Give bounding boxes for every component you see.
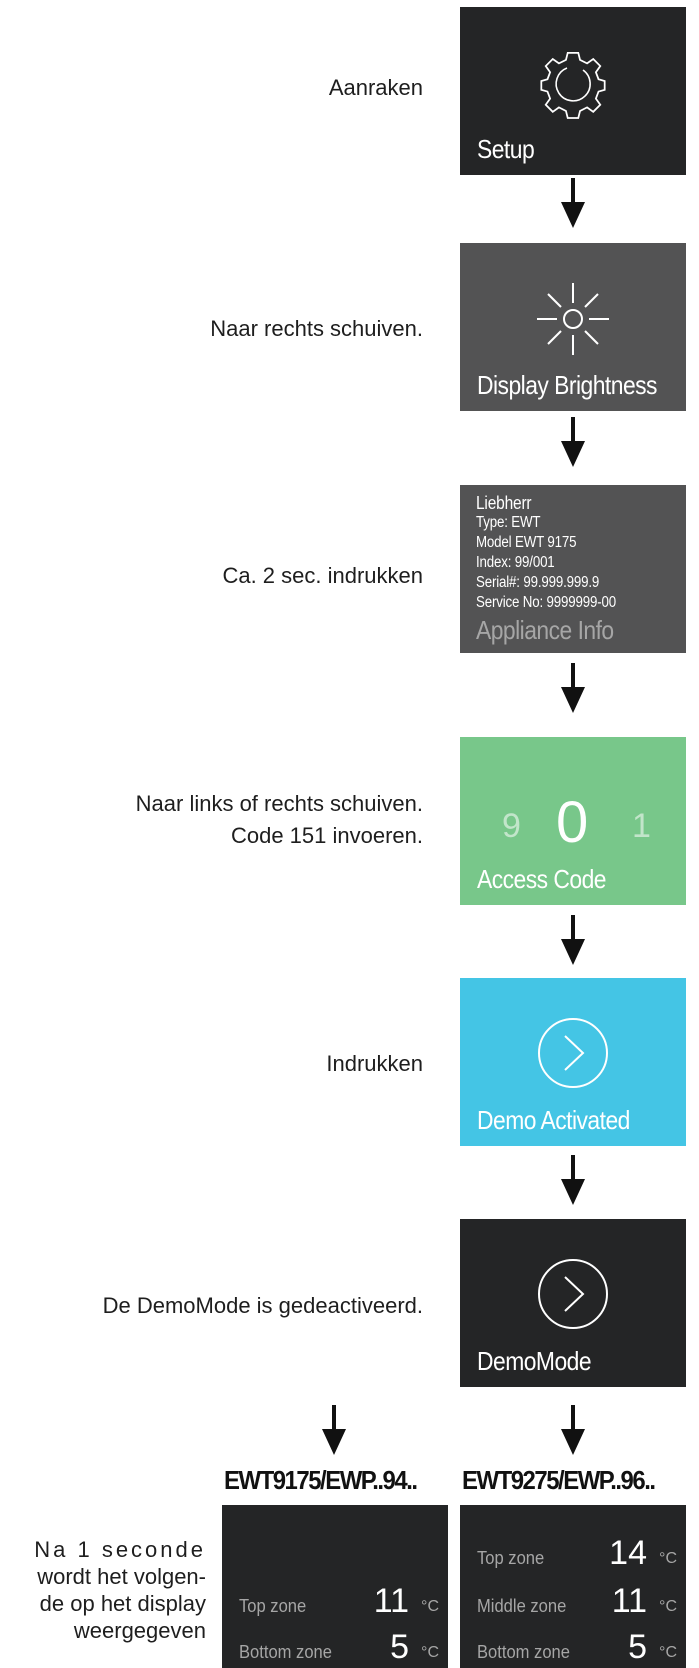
zone-temperature: 5 bbox=[390, 1628, 409, 1666]
note-line: weergegeven bbox=[73, 1618, 206, 1643]
zone-display-ewt9175: Top zone 11 °C Bottom zone 5 °C bbox=[222, 1505, 448, 1668]
access-code-panel[interactable]: 9 0 1 Access Code bbox=[460, 737, 686, 905]
zone-temperature: 11 bbox=[611, 1582, 647, 1620]
current-digit[interactable]: 0 bbox=[556, 790, 589, 855]
result-note: Na 1 seconde wordt het volgen- de op het… bbox=[14, 1536, 206, 1644]
zone-unit: °C bbox=[659, 1598, 677, 1615]
zone-display-ewt9275: Top zone 14 °C Middle zone 11 °C Bottom … bbox=[460, 1505, 686, 1668]
zone-temperature: 5 bbox=[628, 1628, 647, 1666]
step-6-instruction: De DemoMode is gedeactiveerd. bbox=[102, 1293, 423, 1318]
zone-row: Bottom zone 5 °C bbox=[477, 1627, 677, 1667]
arrow-down-icon bbox=[561, 915, 585, 965]
zone-temperature: 11 bbox=[373, 1582, 409, 1620]
instruction-line: Code 151 invoeren. bbox=[230, 823, 423, 848]
zone-unit: °C bbox=[659, 1550, 677, 1567]
zone-unit: °C bbox=[659, 1644, 677, 1661]
appliance-info-panel[interactable]: Liebherr Type: EWT Model EWT 9175 Index:… bbox=[460, 485, 686, 653]
zone-label: Top zone bbox=[477, 1548, 545, 1568]
panel-title-demo-activated: Demo Activated bbox=[477, 1105, 630, 1135]
play-circle-icon bbox=[538, 1259, 608, 1329]
panel-title-demomode: DemoMode bbox=[477, 1346, 592, 1376]
zone-unit: °C bbox=[421, 1598, 439, 1615]
model-heading-ewt9275: EWT9275/EWP..96.. bbox=[462, 1465, 656, 1495]
note-line: wordt het volgen- bbox=[37, 1564, 206, 1589]
info-line: Index: 99/001 bbox=[476, 554, 555, 571]
display-brightness-panel[interactable]: Display Brightness bbox=[460, 243, 686, 411]
zone-label: Bottom zone bbox=[477, 1642, 570, 1662]
panel-title-appliance-info: Appliance Info bbox=[476, 615, 614, 645]
arrow-down-icon bbox=[561, 1405, 585, 1455]
instruction-line: Naar links of rechts schuiven. bbox=[135, 791, 423, 816]
gear-icon bbox=[540, 51, 606, 119]
note-line: Na 1 seconde bbox=[34, 1537, 206, 1562]
model-heading-ewt9175: EWT9175/EWP..94.. bbox=[224, 1465, 418, 1495]
zone-row: Bottom zone 5 °C bbox=[239, 1627, 439, 1667]
step-4-instruction: Naar links of rechts schuiven. Code 151 … bbox=[136, 788, 423, 852]
zone-label: Bottom zone bbox=[239, 1642, 332, 1662]
appliance-info-lines: Liebherr Type: EWT Model EWT 9175 Index:… bbox=[476, 493, 616, 613]
zone-unit: °C bbox=[421, 1644, 439, 1661]
arrow-down-icon bbox=[561, 417, 585, 467]
zone-label: Top zone bbox=[239, 1596, 307, 1616]
zone-label: Middle zone bbox=[477, 1596, 567, 1616]
arrow-down-icon bbox=[561, 663, 585, 713]
previous-digit[interactable]: 9 bbox=[502, 807, 521, 845]
step-5-instruction: Indrukken bbox=[326, 1051, 423, 1076]
setup-panel[interactable]: Setup bbox=[460, 7, 686, 175]
panel-title-display-brightness: Display Brightness bbox=[477, 370, 658, 400]
arrow-down-icon bbox=[322, 1405, 346, 1455]
play-circle-icon bbox=[538, 1018, 608, 1088]
panel-title-setup: Setup bbox=[477, 134, 535, 164]
zone-row: Middle zone 11 °C bbox=[477, 1581, 677, 1621]
next-digit[interactable]: 1 bbox=[632, 807, 651, 845]
demo-activated-panel[interactable]: Demo Activated bbox=[460, 978, 686, 1146]
step-1-instruction: Aanraken bbox=[328, 75, 423, 100]
info-line: Serial#: 99.999.999.9 bbox=[476, 574, 600, 591]
zone-row: Top zone 11 °C bbox=[239, 1581, 439, 1621]
step-2-instruction: Naar rechts schuiven. bbox=[210, 316, 423, 341]
info-line: Liebherr bbox=[476, 493, 532, 513]
code-digit-picker[interactable]: 9 0 1 bbox=[460, 789, 686, 859]
note-line: de op het display bbox=[39, 1591, 206, 1616]
panel-title-access-code: Access Code bbox=[477, 864, 607, 894]
arrow-down-icon bbox=[561, 178, 585, 228]
step-3-instruction: Ca. 2 sec. indrukken bbox=[222, 563, 423, 588]
zone-row: Top zone 14 °C bbox=[477, 1533, 677, 1573]
sun-icon bbox=[537, 283, 609, 355]
arrow-down-icon bbox=[561, 1155, 585, 1205]
zone-temperature: 14 bbox=[609, 1534, 647, 1572]
demomode-panel[interactable]: DemoMode bbox=[460, 1219, 686, 1387]
info-line: Model EWT 9175 bbox=[476, 534, 577, 551]
info-line: Type: EWT bbox=[476, 514, 541, 531]
info-line: Service No: 9999999-00 bbox=[476, 594, 616, 611]
